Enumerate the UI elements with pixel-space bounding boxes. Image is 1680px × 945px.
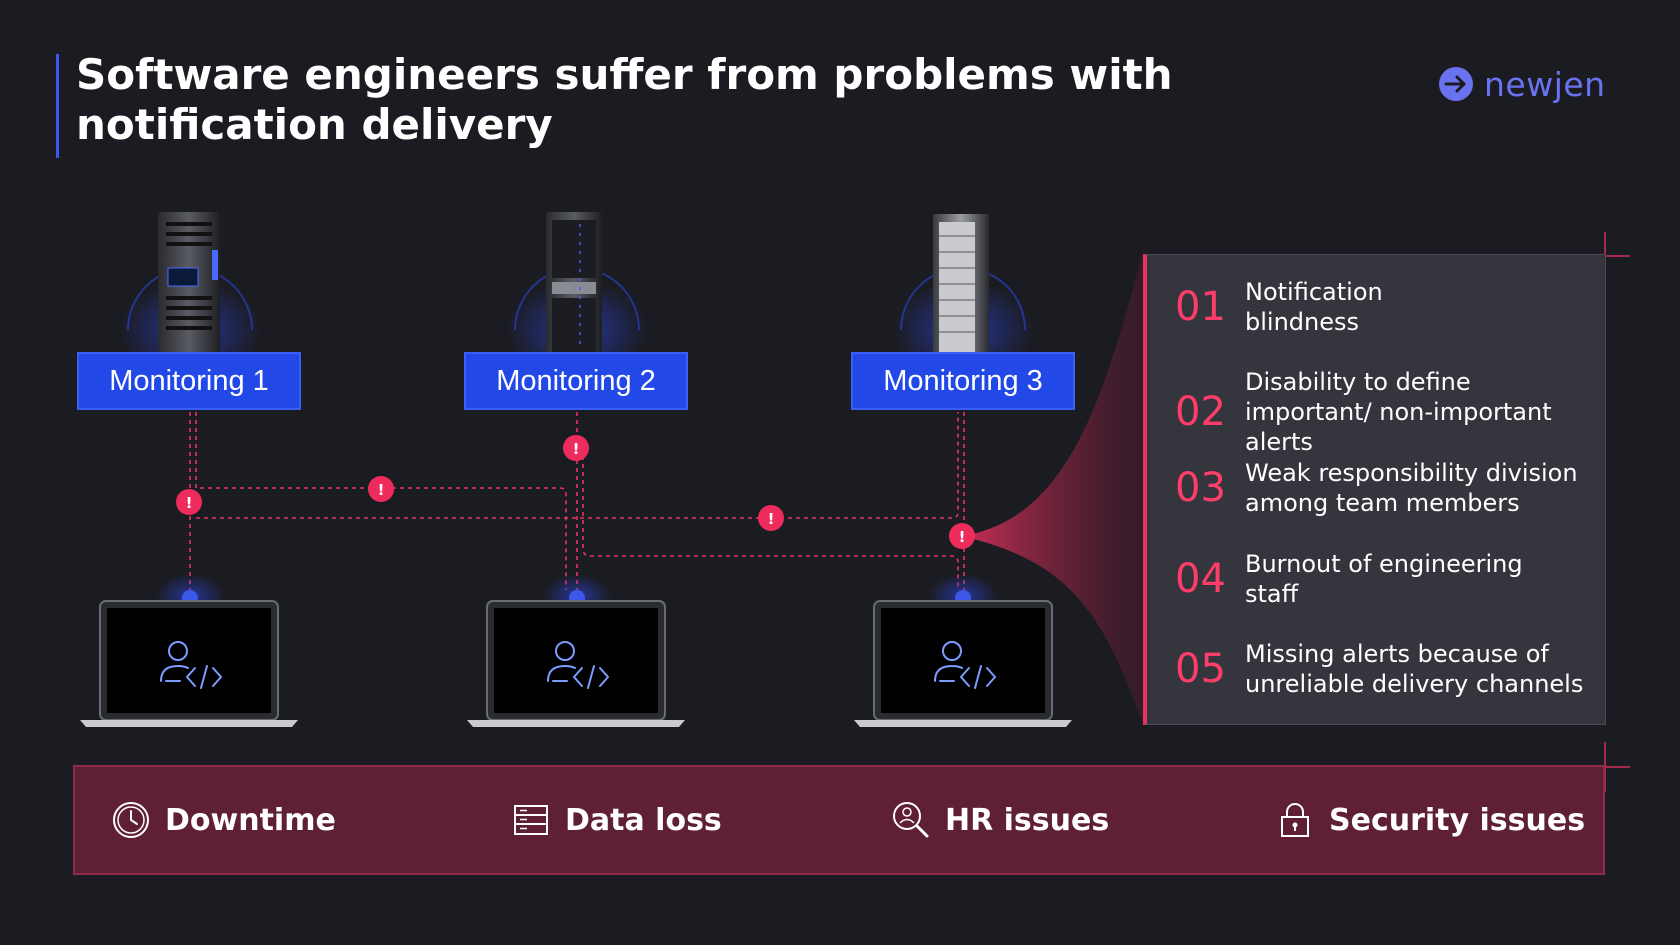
issue-text: Missing alerts because of unreliable del… xyxy=(1245,640,1584,698)
issue-number: 04 xyxy=(1175,556,1226,602)
issue-text: Notification blindness xyxy=(1245,278,1383,336)
impact-label: Security issues xyxy=(1329,802,1586,838)
title-line-2: notification delivery xyxy=(76,100,553,149)
issue-text: Weak responsibility division among team … xyxy=(1245,459,1578,517)
impact-label: HR issues xyxy=(945,802,1110,838)
issues-panel: 01 Notification blindness 02 Disability … xyxy=(1143,254,1606,725)
alert-funnel xyxy=(962,250,1143,725)
arrow-right-circle-icon xyxy=(1439,67,1473,101)
monitor-label-1: Monitoring 1 xyxy=(77,352,301,410)
impact-data-loss: Data loss xyxy=(511,767,722,873)
issue-item: 01 Notification blindness xyxy=(1175,277,1465,337)
laptop-2 xyxy=(467,600,685,727)
issue-item: 02 Disability to define important/ non-i… xyxy=(1175,367,1590,457)
monitor-label-2: Monitoring 2 xyxy=(464,352,688,410)
server-rack-icon xyxy=(158,212,220,360)
monitor-label-3: Monitoring 3 xyxy=(851,352,1075,410)
svg-text:!: ! xyxy=(186,494,193,512)
impact-downtime: Downtime xyxy=(111,767,336,873)
issue-item: 04 Burnout of engineering staff xyxy=(1175,549,1525,609)
issue-number: 03 xyxy=(1175,465,1226,511)
logo-text: newjen xyxy=(1484,64,1606,104)
svg-text:!: ! xyxy=(768,510,775,528)
server-rack-icon xyxy=(546,212,602,360)
issue-item: 03 Weak responsibility division among te… xyxy=(1175,458,1585,518)
lock-icon xyxy=(1281,803,1309,837)
newjen-logo: newjen xyxy=(1438,62,1606,106)
issue-number: 01 xyxy=(1175,284,1226,330)
svg-text:!: ! xyxy=(959,528,966,546)
svg-text:!: ! xyxy=(378,481,385,499)
title-accent-bar xyxy=(56,54,59,158)
issue-number: 02 xyxy=(1175,389,1226,435)
issue-number: 05 xyxy=(1175,646,1226,692)
impact-security-issues: Security issues xyxy=(1275,767,1585,873)
svg-text:!: ! xyxy=(573,440,580,458)
impact-label: Downtime xyxy=(165,802,336,838)
developer-user-icon xyxy=(160,641,223,689)
server-rack-icon xyxy=(933,214,989,360)
laptop-3 xyxy=(854,600,1072,727)
person-search-icon xyxy=(893,802,929,838)
page-title: Software engineers suffer from problems … xyxy=(76,50,1196,150)
issue-text: Disability to define important/ non-impo… xyxy=(1245,368,1552,456)
issue-item: 05 Missing alerts because of unreliable … xyxy=(1175,639,1590,699)
impact-label: Data loss xyxy=(565,802,722,838)
issue-text: Burnout of engineering staff xyxy=(1245,550,1523,608)
exclamation-icon: ! xyxy=(949,523,975,549)
exclamation-icon: ! xyxy=(758,505,784,531)
impact-hr-issues: HR issues xyxy=(891,767,1109,873)
clock-icon xyxy=(113,802,149,838)
impact-bar: Downtime Data loss HR issues Security is… xyxy=(73,765,1605,875)
alert-markers: ! ! ! ! ! xyxy=(176,435,975,549)
laptop-1 xyxy=(80,600,298,727)
developer-user-icon xyxy=(547,641,610,689)
exclamation-icon: ! xyxy=(176,489,202,515)
database-server-icon xyxy=(514,805,548,835)
title-line-1: Software engineers suffer from problems … xyxy=(76,50,1173,99)
exclamation-icon: ! xyxy=(563,435,589,461)
developer-user-icon xyxy=(934,641,997,689)
exclamation-icon: ! xyxy=(368,476,394,502)
